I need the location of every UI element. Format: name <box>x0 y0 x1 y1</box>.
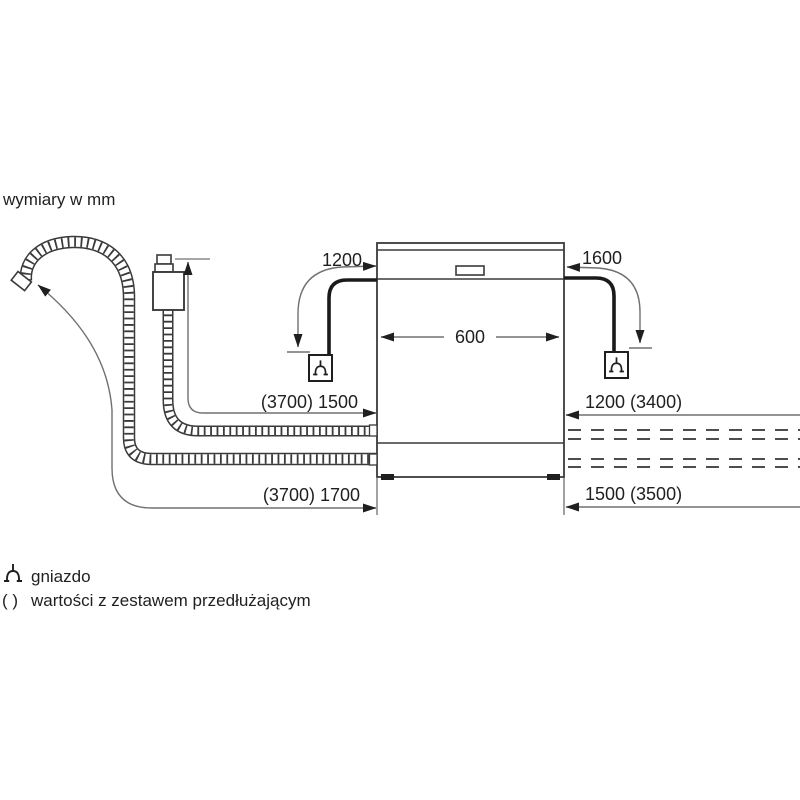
legend-socket-label: gniazdo <box>31 567 91 586</box>
dim-right-cord: 1600 <box>566 248 652 349</box>
dim-label-drain: (3700) 1700 <box>263 485 360 505</box>
legend-parens-label: wartości z zestawem przedłużającym <box>30 591 311 610</box>
right-foot <box>547 474 560 480</box>
dim-drain-right: 1500 (3500) <box>563 478 800 515</box>
socket-legend-icon <box>4 564 22 582</box>
dim-supply-right: 1200 (3400) <box>565 392 800 420</box>
legend: gniazdo ( ) wartości z zestawem przedłuż… <box>2 564 311 610</box>
dim-drain-hose: (3700) 1700 <box>37 284 378 515</box>
supply-connection-stub <box>368 424 378 437</box>
extension-hoses-dashed <box>568 429 800 468</box>
dim-label-1600: 1600 <box>582 248 622 268</box>
left-socket-icon <box>308 354 333 382</box>
dim-label-supply-right: 1200 (3400) <box>585 392 682 412</box>
dim-cabinet-width: 600 <box>380 325 560 347</box>
dim-label-600: 600 <box>455 327 485 347</box>
dim-label-supply: (3700) 1500 <box>261 392 358 412</box>
right-power-cable <box>564 276 616 351</box>
right-socket-icon <box>604 351 629 379</box>
page-title: wymiary w mm <box>2 190 115 209</box>
dim-left-cord: 1200 <box>287 250 377 353</box>
dishwasher-front <box>368 242 565 480</box>
dim-supply-hose: (3700) 1500 <box>175 258 377 418</box>
dim-label-1200: 1200 <box>322 250 362 270</box>
left-power-cable <box>327 278 377 354</box>
dim-label-drain-right: 1500 (3500) <box>585 484 682 504</box>
drain-connection-stub <box>368 453 378 466</box>
handle-slot <box>455 265 485 276</box>
aquastop-valve <box>152 254 185 311</box>
legend-parens-symbol: ( ) <box>2 591 18 610</box>
drain-hose-end-cap <box>10 270 33 292</box>
left-foot <box>381 474 394 480</box>
